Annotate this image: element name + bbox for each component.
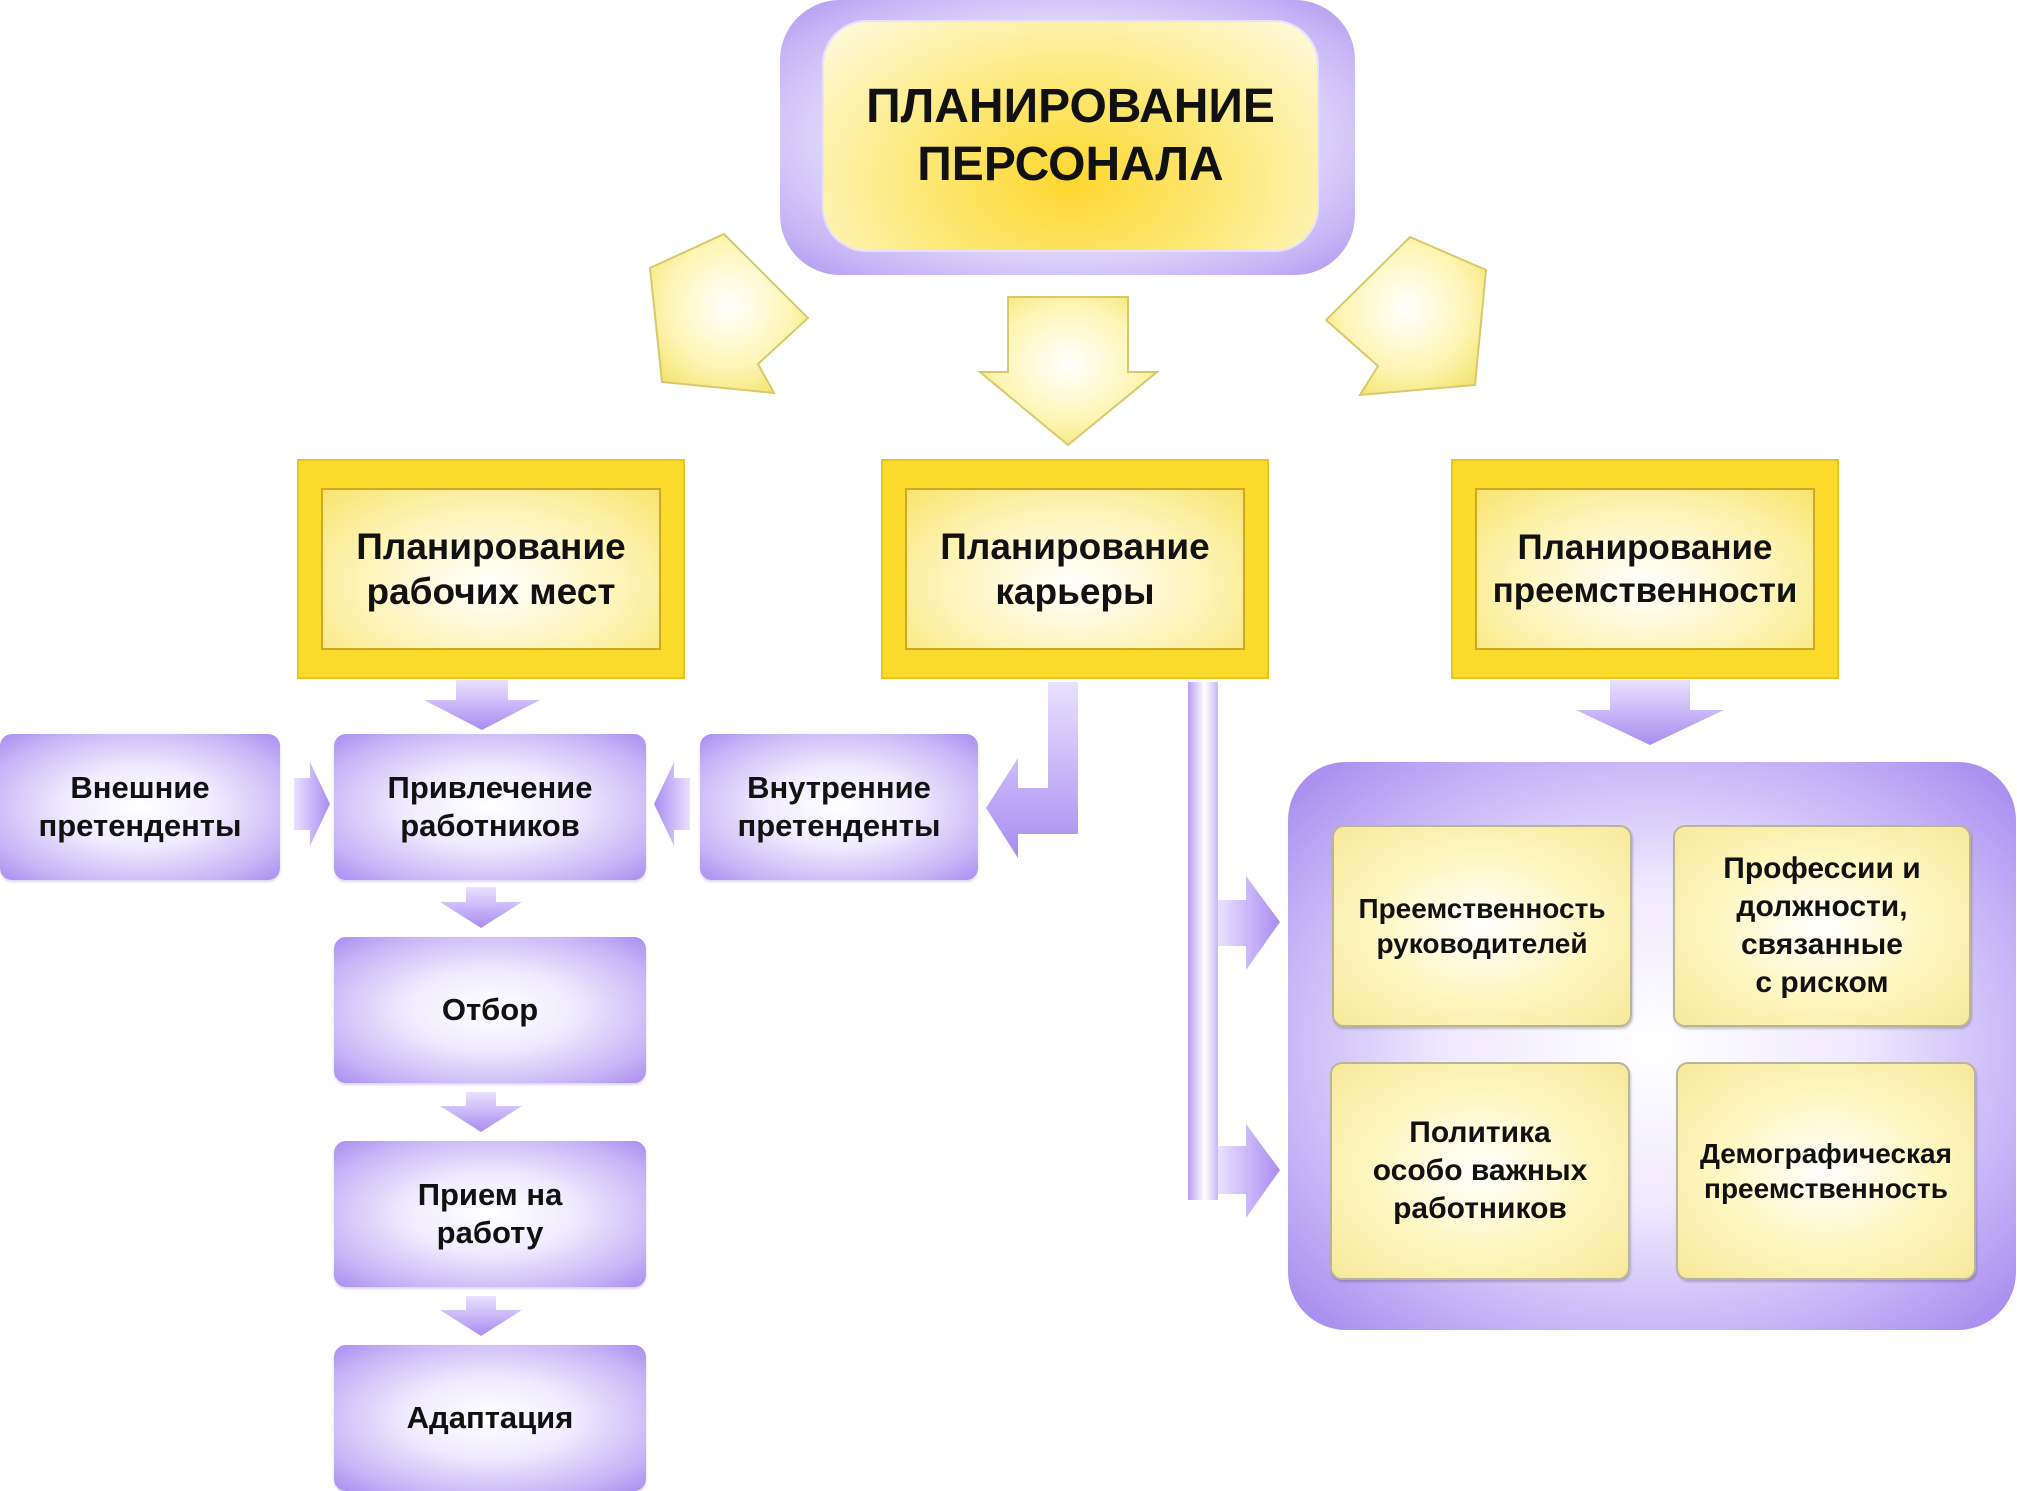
succession-managers-cell: Преемственность руководителей	[1332, 825, 1632, 1027]
succession-key-staff-cell: Политика особо важных работников	[1330, 1062, 1630, 1280]
arrow-workplaces-to-attraction	[424, 680, 540, 730]
succession-risk-jobs-cell: Профессии и должности, связанные с риско…	[1673, 825, 1971, 1027]
page-title: ПЛАНИРОВАНИЕ ПЕРСОНАЛА	[822, 20, 1319, 252]
arrow-title-to-career	[977, 296, 1160, 447]
arrow-career-to-internal	[986, 682, 1078, 858]
hiring-box: Прием на работу	[334, 1141, 646, 1287]
career-vertical-bar	[1188, 682, 1218, 1200]
arrow-succession-to-container	[1576, 680, 1724, 745]
adaptation-box: Адаптация	[334, 1345, 646, 1491]
category-career-label: Планирование карьеры	[905, 488, 1245, 650]
arrow-selection-to-hiring	[440, 1092, 522, 1132]
category-succession-label: Планирование преемственности	[1475, 488, 1815, 650]
arrow-attraction-to-selection	[440, 887, 522, 928]
external-candidates-box: Внешние претенденты	[0, 734, 280, 880]
arrow-title-to-succession	[1324, 235, 1488, 397]
arrow-career-to-upper-cells	[1218, 876, 1280, 970]
category-career-box: Планирование карьеры	[881, 459, 1269, 679]
arrow-hiring-to-adaptation	[440, 1296, 522, 1336]
arrow-external-to-attraction	[294, 762, 330, 846]
arrow-internal-to-attraction	[654, 762, 690, 846]
attraction-box: Привлечение работников	[334, 734, 646, 880]
category-workplaces-box: Планирование рабочих мест	[297, 459, 685, 679]
succession-demographic-cell: Демографическая преемственность	[1676, 1062, 1976, 1280]
arrow-title-to-workplaces	[648, 232, 810, 395]
category-succession-box: Планирование преемственности	[1451, 459, 1839, 679]
category-workplaces-label: Планирование рабочих мест	[321, 488, 661, 650]
internal-candidates-box: Внутренние претенденты	[700, 734, 978, 880]
arrow-career-to-lower-cells	[1218, 1124, 1280, 1218]
selection-box: Отбор	[334, 937, 646, 1083]
